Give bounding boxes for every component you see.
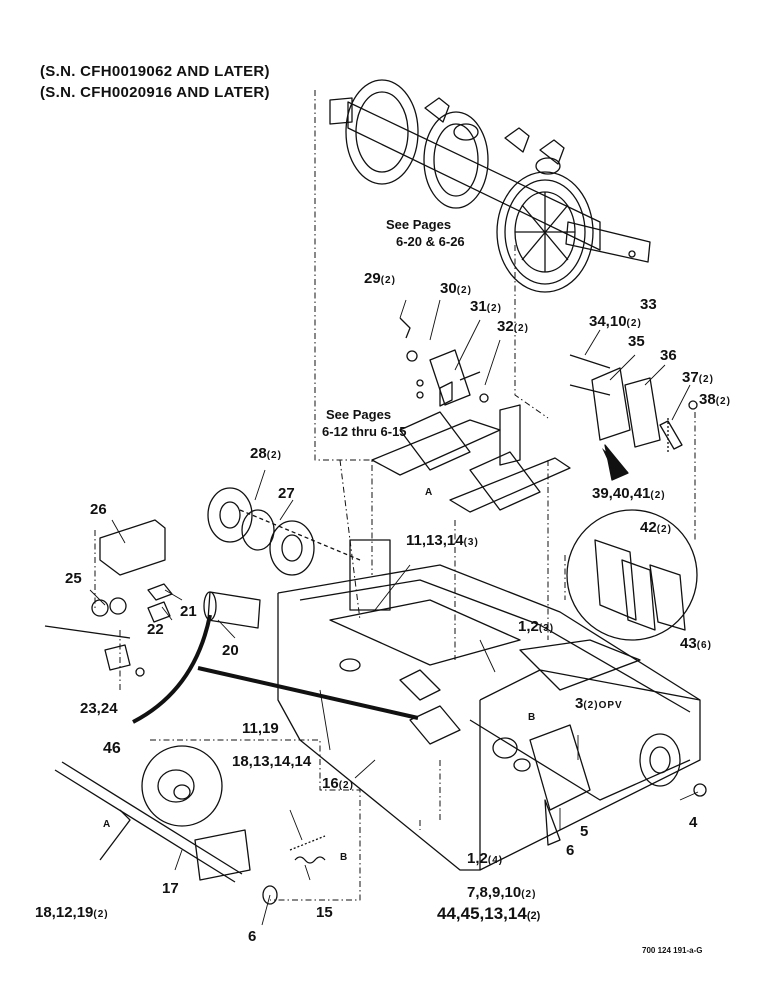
callout-36: 36: [660, 347, 677, 364]
see-pages-range: 6-20 & 6-26: [396, 234, 465, 249]
reference-curves: [132, 614, 419, 724]
bracket-plates: [371, 381, 571, 513]
callout-7-8-9-10: 7,8,9,10(2): [467, 884, 537, 901]
reference-mark-a-upper: A: [425, 487, 433, 498]
callout-5: 5: [580, 823, 589, 840]
callout-22: 22: [147, 621, 164, 638]
upper-hardware: [399, 317, 489, 406]
callout-4: 4: [689, 814, 698, 831]
callout-29: 29(2): [364, 270, 396, 287]
callout-38: 38(2): [699, 391, 731, 408]
callout-30: 30(2): [440, 280, 472, 297]
callout-33: 33: [640, 296, 657, 313]
reference-mark-b-upper: B: [528, 712, 536, 723]
see-pages-text: See Pages: [386, 217, 452, 232]
drawing-code: 700 124 191-a-G: [642, 946, 703, 955]
callout-pointers: [89, 299, 699, 926]
callout-27: 27: [278, 485, 295, 502]
callout-42: 42(2): [640, 519, 672, 536]
callout-20: 20: [222, 642, 239, 659]
callout-11-19: 11,19: [242, 720, 279, 737]
detail-pointer-arrow: [602, 448, 628, 478]
reference-mark-a-lower: A: [103, 819, 111, 830]
callout-37: 37(2): [682, 369, 714, 386]
callout-23-24: 23,24: [80, 700, 118, 717]
left-parts: [44, 487, 361, 677]
callout-46: 46: [103, 740, 121, 757]
see-pages-range: 6-12 thru 6-15: [322, 424, 407, 439]
callout-21: 21: [180, 603, 197, 620]
callout-3: 3(2)OPV: [575, 695, 623, 712]
spring-assembly: [569, 354, 698, 481]
callout-17: 17: [162, 880, 179, 897]
see-pages-note-rotor: See Pages 6-20 & 6-26: [386, 216, 465, 250]
callout-18-12-19: 18,12,19(2): [35, 904, 109, 921]
callout-25: 25: [65, 570, 82, 587]
serial-number-range-2: (S.N. CFH0020916 AND LATER): [40, 84, 270, 101]
callout-16: 16(2): [322, 775, 354, 792]
callout-31: 31(2): [470, 298, 502, 315]
callout-15: 15: [316, 904, 333, 921]
callout-26: 26: [90, 501, 107, 518]
callout-39: 39,40,41(2): [592, 485, 666, 502]
callout-6-bottom: 6: [248, 928, 257, 945]
reference-mark-b-lower: B: [340, 852, 348, 863]
lower-shaft-assembly: [54, 745, 326, 905]
callout-34: 34,10(2): [589, 313, 642, 330]
see-pages-text: See Pages: [326, 407, 392, 422]
callout-43: 43(6): [680, 635, 712, 652]
callout-44-45-13-14: 44,45,13,14(2): [437, 904, 541, 923]
leader-lines: [94, 90, 696, 901]
serial-number-range-1: (S.N. CFH0019062 AND LATER): [40, 63, 270, 80]
callout-11-13-14: 11,13,14(3): [406, 532, 479, 549]
callout-1-2-bottom: 1,2(4): [467, 850, 504, 867]
callout-28: 28(2): [250, 445, 282, 462]
lower-right-parts: [492, 724, 707, 846]
detail-circle-42: [566, 509, 698, 641]
callout-1-2-top: 1,2(3): [518, 618, 555, 635]
callout-6-right: 6: [566, 842, 575, 859]
callout-18-13-14-14: 18,13,14,14: [232, 753, 312, 770]
rotor-assembly: [329, 79, 651, 293]
callout-35: 35: [628, 333, 645, 350]
callout-32: 32(2): [497, 318, 529, 335]
see-pages-note-brackets: See Pages 6-12 thru 6-15: [322, 406, 407, 440]
main-frame: [277, 539, 701, 871]
